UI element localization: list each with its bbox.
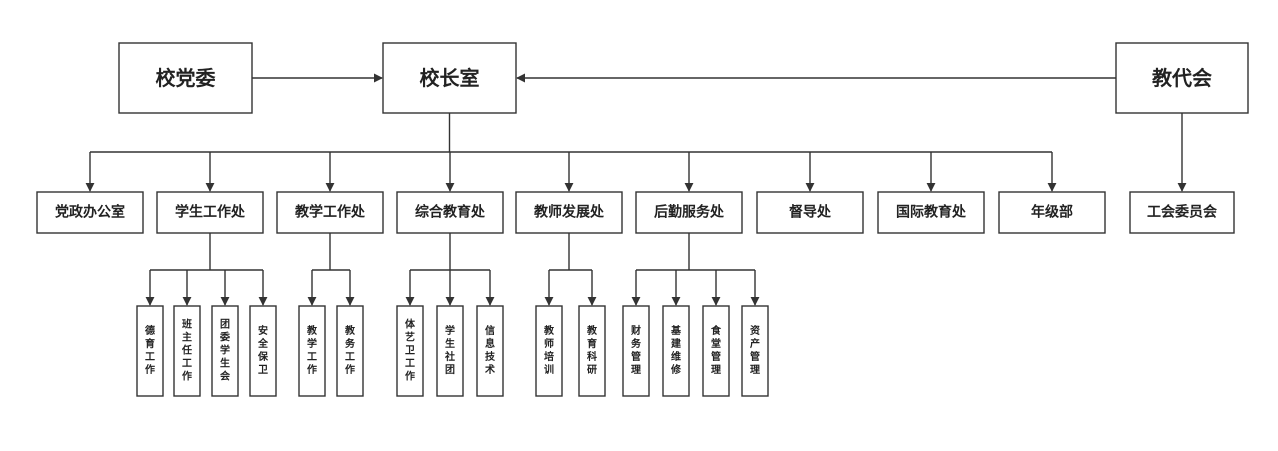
- teaching-affairs-box: 教学工作处: [276, 191, 384, 234]
- party-committee-box: 校党委: [118, 42, 253, 114]
- grade-department-box: 年级部: [998, 191, 1106, 234]
- principal-office-box: 校长室: [382, 42, 517, 114]
- unit-box: 基建维修: [662, 305, 690, 397]
- student-affairs-label: 学生工作处: [175, 204, 246, 221]
- unit-label: 教育科研: [586, 324, 598, 376]
- logistics-services-label: 后勤服务处: [654, 204, 725, 221]
- unit-box: 资产管理: [741, 305, 769, 397]
- unit-label: 教师培训: [543, 324, 555, 376]
- unit-box: 体艺卫工作: [396, 305, 424, 397]
- unit-label: 班主任工作: [181, 318, 192, 383]
- unit-label: 基建维修: [670, 324, 682, 376]
- unit-box: 教师培训: [535, 305, 563, 397]
- supervision-label: 督导处: [789, 204, 832, 221]
- unit-label: 财务管理: [630, 324, 642, 376]
- unit-label: 学生社团: [444, 324, 455, 376]
- unit-box: 团委学生会: [211, 305, 239, 397]
- supervision-box: 督导处: [756, 191, 864, 234]
- unit-label: 资产管理: [750, 324, 760, 376]
- union-committee-label: 工会委员会: [1147, 204, 1218, 221]
- grade-department-label: 年级部: [1031, 204, 1073, 221]
- unit-box: 班主任工作: [173, 305, 201, 397]
- unit-box: 信息技术: [476, 305, 504, 397]
- unit-box: 财务管理: [622, 305, 650, 397]
- department-layer: 党政办公室 学生工作处 教学工作处 综合教育处 教师发展处 后勤服务处 督导处 国际教育处 年级…: [36, 113, 1106, 234]
- staff-congress-box: 教代会: [1115, 42, 1249, 114]
- staff-congress-label: 教代会: [1152, 66, 1212, 90]
- unit-label: 信息技术: [484, 324, 496, 376]
- unit-box: 学生社团: [436, 305, 464, 397]
- unit-box: 教务工作: [336, 305, 364, 397]
- unit-label: 团委学生会: [219, 319, 231, 383]
- unit-box: 教育科研: [578, 305, 606, 397]
- international-education-label: 国际教育处: [896, 204, 967, 221]
- unit-box: 德育工作: [136, 305, 164, 397]
- party-office-box: 党政办公室: [36, 191, 144, 234]
- unit-label: 安全保卫: [257, 324, 269, 376]
- student-affairs-box: 学生工作处: [156, 191, 264, 234]
- unit-box: 教学工作: [298, 305, 326, 397]
- unit-label: 教务工作: [344, 324, 356, 376]
- unit-label: 德育工作: [144, 324, 155, 376]
- party-committee-label: 校党委: [156, 66, 216, 90]
- unit-label: 教学工作: [306, 324, 318, 376]
- unit-layer: 德育工作 班主任工作 团委学生会 安全保卫 教学工作 教务工作 体艺卫工作 学生社团 信息技术 教…: [136, 233, 769, 397]
- union-committee-box: 工会委员会: [1129, 191, 1235, 234]
- comprehensive-education-label: 综合教育处: [415, 204, 486, 221]
- unit-box: 安全保卫: [249, 305, 277, 397]
- international-education-box: 国际教育处: [877, 191, 985, 234]
- party-office-label: 党政办公室: [55, 204, 125, 221]
- teacher-development-box: 教师发展处: [515, 191, 623, 234]
- teaching-affairs-label: 教学工作处: [295, 204, 366, 221]
- unit-label: 体艺卫工作: [405, 318, 416, 383]
- unit-label: 食堂管理: [710, 324, 722, 376]
- logistics-services-box: 后勤服务处: [635, 191, 743, 234]
- comprehensive-education-box: 综合教育处: [396, 191, 504, 234]
- principal-office-label: 校长室: [420, 66, 480, 90]
- teacher-development-label: 教师发展处: [534, 204, 605, 221]
- unit-box: 食堂管理: [702, 305, 730, 397]
